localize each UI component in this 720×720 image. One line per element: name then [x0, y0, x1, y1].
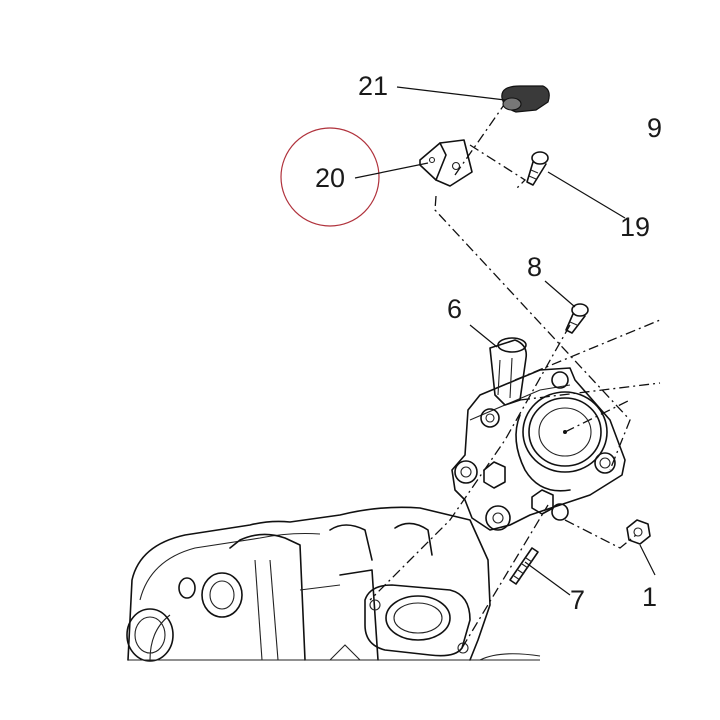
part-7-stud — [509, 547, 539, 585]
part-19-screw — [526, 151, 549, 186]
callout-8: 8 — [527, 252, 542, 282]
highlight-circle — [280, 127, 380, 227]
callout-21: 21 — [358, 71, 388, 101]
callout-20: 20 — [315, 163, 345, 193]
part-8-screw — [565, 303, 589, 334]
callout-7: 7 — [570, 585, 585, 615]
assembly-lines — [369, 91, 661, 649]
callout-1: 1 — [642, 582, 657, 612]
callout-19: 19 — [620, 212, 650, 242]
part-21-cap — [501, 85, 550, 113]
callout-9: 9 — [647, 113, 662, 143]
callout-6: 6 — [447, 294, 462, 324]
leader-lines — [354, 86, 656, 596]
intake-manifold — [126, 506, 541, 662]
part-1-nut — [626, 519, 651, 545]
throttle-body — [451, 337, 626, 531]
